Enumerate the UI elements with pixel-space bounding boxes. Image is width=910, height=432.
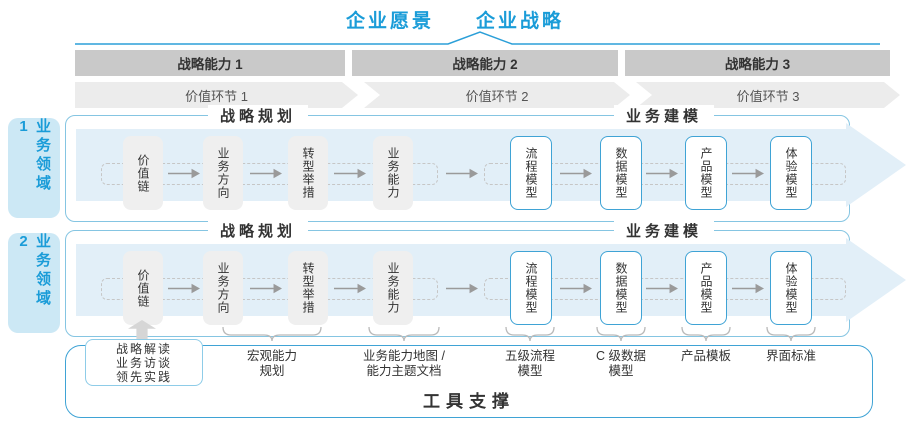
caret-line-icon xyxy=(75,31,880,45)
brace-icon xyxy=(222,326,322,342)
brace-icon xyxy=(596,326,646,342)
annotation-macro-capability: 宏观能力 规划 xyxy=(247,349,297,379)
section-title-planning: 战略规划 xyxy=(207,105,309,126)
annotation-process-model: 五级流程 模型 xyxy=(505,349,555,379)
flow-arrow-icon xyxy=(732,283,764,294)
brace-icon xyxy=(368,326,440,342)
flow-arrow-icon xyxy=(446,168,478,179)
capability-band-label: 战略能力 2 xyxy=(452,57,518,72)
process-model-box: 流程模型 xyxy=(510,136,552,210)
brace-icon xyxy=(505,326,555,342)
data-model-box: 数据模型 xyxy=(600,136,642,210)
experience-model-box: 体验模型 xyxy=(770,136,812,210)
value-chain-box: 价值链 xyxy=(123,136,163,210)
annotation-line: 规划 xyxy=(259,364,285,378)
annotation-capability-map: 业务能力地图 / 能力主题文档 xyxy=(363,349,445,379)
annotation-line: 模型 xyxy=(608,364,634,378)
domain-label-1: 业务领域 1 xyxy=(8,118,60,218)
value-band-label: 价值环节 2 xyxy=(465,88,529,104)
strategy-title: 企业战略 xyxy=(476,11,565,32)
section-title-planning: 战略规划 xyxy=(207,220,309,241)
business-direction-box: 业务方向 xyxy=(203,251,243,325)
dashed-track-modeling xyxy=(484,163,846,185)
flow-arrow-icon xyxy=(334,283,366,294)
annotation-line: 界面标准 xyxy=(765,349,817,363)
flow-arrow-icon xyxy=(446,283,478,294)
annotation-line: 宏观能力 xyxy=(246,349,298,363)
practice-line: 领先实践 xyxy=(115,369,172,384)
flow-arrow-icon xyxy=(250,168,282,179)
flow-arrow-icon xyxy=(732,168,764,179)
annotation-ui-standard: 界面标准 xyxy=(766,349,816,364)
business-row-1: 战略规划 业务建模 价值链 业务方向 转型举措 业务能力 流程模型 数据模型 产… xyxy=(65,105,906,222)
flow-arrow-icon xyxy=(168,168,200,179)
capability-band-label: 战略能力 3 xyxy=(724,57,791,72)
value-band-label: 价值环节 1 xyxy=(185,88,248,104)
annotation-line: 能力主题文档 xyxy=(366,364,442,378)
flow-arrow-icon xyxy=(560,283,592,294)
tool-support-container: 工具支撑 xyxy=(65,345,873,418)
capability-band-segment-1: 战略能力 1 xyxy=(75,50,345,76)
annotation-line: 五级流程 xyxy=(504,349,556,363)
strategy-practice-box: 战略解读 业务访谈 领先实践 xyxy=(85,339,203,386)
annotation-data-model: C 级数据 模型 xyxy=(596,349,646,379)
section-title-modeling: 业务建模 xyxy=(613,105,715,126)
product-model-box: 产品模型 xyxy=(685,136,727,210)
capability-band-label: 战略能力 1 xyxy=(177,57,243,72)
value-band-segment-3: 价值环节 3 xyxy=(636,82,900,108)
annotation-line: 模型 xyxy=(517,364,543,378)
brace-icon xyxy=(681,326,731,342)
section-title-modeling: 业务建模 xyxy=(613,220,715,241)
annotation-line: 产品模板 xyxy=(680,349,732,363)
business-row-2: 战略规划 业务建模 价值链 业务方向 转型举措 业务能力 流程模型 数据模型 产… xyxy=(65,220,906,337)
transformation-initiatives-box: 转型举措 xyxy=(288,136,328,210)
business-capability-box: 业务能力 xyxy=(373,251,413,325)
business-direction-box: 业务方向 xyxy=(203,136,243,210)
domain-label-2: 业务领域 2 xyxy=(8,233,60,333)
value-band-segment-2: 价值环节 2 xyxy=(364,82,630,108)
tool-support-title: 工具支撑 xyxy=(423,392,515,411)
annotation-product-template: 产品模板 xyxy=(681,349,731,364)
annotation-line: 业务能力地图 / xyxy=(363,349,445,363)
flow-arrow-icon xyxy=(560,168,592,179)
practice-line: 业务访谈 xyxy=(115,355,172,370)
transformation-initiatives-box: 转型举措 xyxy=(288,251,328,325)
business-capability-box: 业务能力 xyxy=(373,136,413,210)
flow-arrow-icon xyxy=(334,168,366,179)
practice-line: 战略解读 xyxy=(115,341,172,356)
dashed-track-planning xyxy=(101,278,438,300)
experience-model-box: 体验模型 xyxy=(770,251,812,325)
capability-band-segment-3: 战略能力 3 xyxy=(625,50,890,76)
data-model-box: 数据模型 xyxy=(600,251,642,325)
dashed-track-planning xyxy=(101,163,438,185)
product-model-box: 产品模型 xyxy=(685,251,727,325)
annotation-line: C 级数据 xyxy=(595,349,647,363)
flow-arrow-icon xyxy=(646,283,678,294)
process-model-box: 流程模型 xyxy=(510,251,552,325)
value-chain-box: 价值链 xyxy=(123,251,163,325)
value-band-label: 价值环节 3 xyxy=(736,88,800,104)
vision-title: 企业愿景 xyxy=(345,11,434,32)
brace-icon xyxy=(766,326,816,342)
flow-arrow-icon xyxy=(646,168,678,179)
dashed-track-modeling xyxy=(484,278,846,300)
value-band-segment-1: 价值环节 1 xyxy=(75,82,358,108)
flow-arrow-icon xyxy=(168,283,200,294)
page-title: 企业愿景 企业战略 xyxy=(0,6,910,33)
capability-band-segment-2: 战略能力 2 xyxy=(352,50,618,76)
flow-arrow-icon xyxy=(250,283,282,294)
